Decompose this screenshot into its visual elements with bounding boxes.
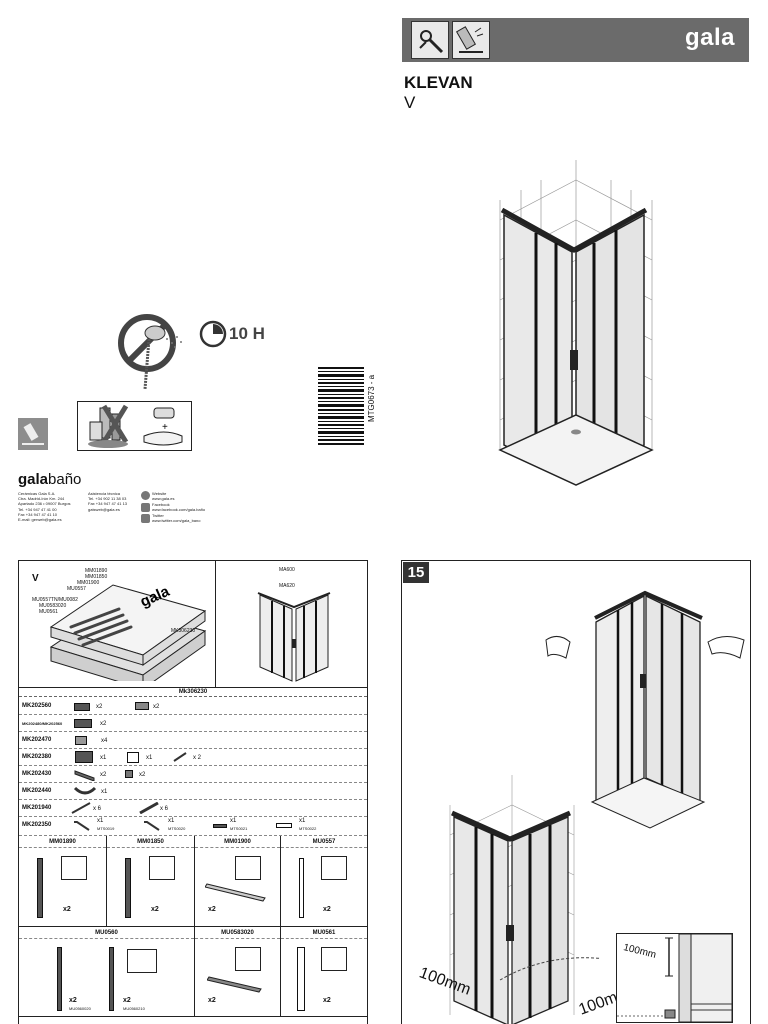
cloth-left-icon bbox=[545, 636, 571, 659]
profile-cell: MU0560 x2 MU0560020 x2 MU0560210 bbox=[19, 927, 195, 1017]
installed-shower-illustration bbox=[449, 775, 600, 1024]
no-shower-icon bbox=[118, 314, 182, 390]
guide-part-icon bbox=[75, 736, 87, 745]
gala-logo: gala bbox=[684, 24, 735, 51]
model-variant: V bbox=[404, 93, 416, 112]
screw-part-icon bbox=[71, 802, 91, 814]
panel-divider bbox=[215, 561, 216, 688]
detail-inset: 100mm bbox=[616, 933, 733, 1023]
door-panels-illustration bbox=[257, 592, 331, 682]
hardware-row: MK201940 x 6 x 6 bbox=[19, 800, 367, 817]
hardware-row: MK202430 x2 x2 bbox=[19, 766, 367, 783]
detail-profile-illustration bbox=[617, 933, 733, 1023]
ref-mm01850: MM01850 bbox=[85, 574, 108, 580]
step-number: 15 bbox=[403, 562, 429, 583]
screw-part-icon bbox=[139, 802, 159, 814]
ref-mm01890: MM01890 bbox=[85, 568, 108, 574]
profile-section-icon bbox=[235, 947, 261, 971]
tools-icon bbox=[411, 21, 449, 59]
ref-mu0557: MU0557 bbox=[67, 586, 86, 592]
profile-cell: MU0583020 x2 bbox=[195, 927, 281, 1017]
profile-bar-icon bbox=[125, 858, 131, 918]
roller-part-icon bbox=[74, 703, 90, 711]
allen-key-icon bbox=[144, 821, 160, 831]
ref-mu0557tn: MU0557TN/MU0082 bbox=[32, 597, 78, 603]
gala-bano-logo: galabaño bbox=[18, 471, 82, 488]
twitter-icon bbox=[141, 514, 150, 523]
hardware-row: MK202380 x1 x1 x 2 bbox=[19, 749, 367, 766]
svg-text:+: + bbox=[162, 422, 168, 433]
profile-section-icon bbox=[61, 856, 87, 880]
hardware-row: MK202560 x2 x2 bbox=[19, 698, 367, 715]
facebook-icon bbox=[141, 503, 150, 512]
curved-seal-part-icon bbox=[74, 786, 96, 795]
profile-bar-icon bbox=[37, 858, 43, 918]
hardware-row: MK202470 x4 bbox=[19, 732, 367, 749]
ref-mm01900: MM01900 bbox=[77, 580, 100, 586]
kit-box-illustration: gala bbox=[49, 583, 207, 681]
cure-time-label: 10 H bbox=[229, 324, 265, 343]
model-name: KLEVAN bbox=[404, 73, 473, 92]
screw-part-icon bbox=[173, 752, 187, 762]
cloth-right-icon bbox=[707, 636, 745, 659]
roller-part-icon bbox=[74, 719, 92, 728]
ref-mu0583020: MU0583020 bbox=[39, 603, 67, 609]
profile-cell: MU0557 x2 bbox=[281, 836, 367, 927]
profile-section-icon bbox=[321, 947, 347, 971]
allen-key-icon bbox=[74, 821, 90, 831]
website-icon bbox=[141, 491, 150, 500]
hardware-row: MK202350 x1 MTS0019 x1 MTS0020 x1 MTS002… bbox=[19, 817, 367, 836]
profile-cell: MU0561 x2 bbox=[281, 927, 367, 1017]
profile-bar-icon bbox=[205, 883, 266, 902]
step-panel: 15 bbox=[401, 560, 751, 1024]
drill-bit-icon bbox=[213, 824, 227, 828]
cap-part-icon bbox=[127, 752, 139, 763]
cleaning-illustration bbox=[545, 590, 745, 829]
hardware-row: MK202480/MK202560 x2 bbox=[19, 715, 367, 732]
kit-variant-label: V bbox=[32, 573, 39, 584]
kit-contents-panel: V gala MM01890 MM01850 MM01900 MU0557 MU… bbox=[18, 560, 368, 1024]
profile-section-icon bbox=[235, 856, 261, 880]
company-contact: Cerámicas Gala S.A.Ctra. Madrid-Irún Km.… bbox=[18, 491, 71, 523]
barcode-code: MTG0673 - a bbox=[367, 374, 376, 422]
profile-bar-icon bbox=[109, 947, 114, 1011]
ref-ma620: MA620 bbox=[279, 583, 295, 589]
clock-icon bbox=[199, 320, 227, 348]
profile-cell: MM01900 x2 bbox=[195, 836, 281, 927]
profile-section-icon bbox=[149, 856, 175, 880]
profile-bar-icon bbox=[297, 947, 305, 1011]
silicone-small-icon bbox=[18, 418, 48, 450]
kit-overview: V gala MM01890 MM01850 MM01900 MU0557 MU… bbox=[19, 561, 367, 688]
hardware-table-title: Mk306230 bbox=[19, 688, 367, 697]
profile-cell: MM01890 x2 bbox=[19, 836, 107, 927]
brand-header-bar: gala bbox=[402, 18, 749, 62]
stopper-part-icon bbox=[125, 770, 133, 778]
shower-enclosure-illustration bbox=[498, 160, 654, 486]
profile-bar-icon bbox=[207, 976, 262, 993]
seal-part-icon bbox=[74, 770, 95, 781]
corner-part-icon bbox=[75, 751, 93, 763]
ref-mu0561: MU0561 bbox=[39, 609, 58, 615]
cleaning-products-box: + bbox=[77, 401, 192, 451]
cleaning-products-icon: + bbox=[88, 404, 183, 448]
hardware-row: MK202440 x1 bbox=[19, 783, 367, 800]
bracket-part-icon bbox=[135, 702, 149, 710]
profile-section-icon bbox=[127, 949, 157, 973]
profile-cell: MM01850 x2 bbox=[107, 836, 195, 927]
barcode bbox=[318, 367, 364, 445]
ref-mk306230: MK306230 bbox=[171, 628, 196, 634]
profile-section-icon bbox=[321, 856, 347, 880]
ref-ma600: MA600 bbox=[279, 567, 295, 573]
profile-bar-icon bbox=[299, 858, 304, 918]
plug-icon bbox=[276, 823, 292, 828]
profile-bar-icon bbox=[57, 947, 62, 1011]
silicone-tube-icon bbox=[452, 21, 490, 59]
